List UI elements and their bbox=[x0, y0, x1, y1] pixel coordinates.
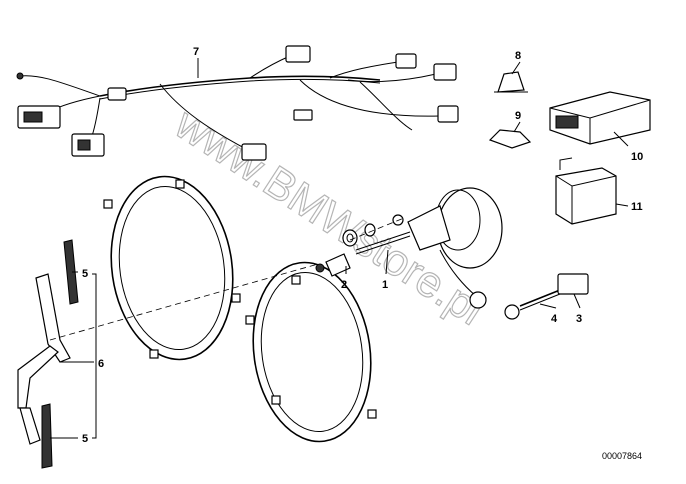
headlight-ring-rear bbox=[103, 175, 241, 361]
callout-8: 8 bbox=[515, 50, 521, 62]
callout-3: 3 bbox=[576, 313, 582, 325]
callout-9: 9 bbox=[515, 110, 521, 122]
wiring-harness bbox=[16, 45, 459, 161]
callout-4: 4 bbox=[551, 313, 558, 325]
control-unit-part-10 bbox=[549, 91, 651, 145]
callout-6: 6 bbox=[98, 358, 104, 370]
callout-2: 2 bbox=[341, 279, 347, 291]
spring-top-part-5 bbox=[63, 239, 79, 305]
relay-part-11 bbox=[555, 157, 617, 225]
washer-part-2 bbox=[342, 223, 376, 247]
drawing-number: 00007864 bbox=[602, 451, 642, 461]
callout-5-top: 5 bbox=[82, 268, 88, 280]
spring-bottom-part-5 bbox=[41, 403, 53, 469]
clip-part-9 bbox=[488, 129, 532, 149]
nut-part-2 bbox=[315, 253, 351, 277]
alignment-lines bbox=[49, 217, 405, 341]
callout-11: 11 bbox=[631, 201, 643, 213]
adjusting-motor-part-1 bbox=[355, 187, 503, 309]
callout-10: 10 bbox=[631, 151, 643, 163]
clip-part-8 bbox=[494, 71, 528, 93]
callout-5-bottom: 5 bbox=[82, 433, 88, 445]
bulb-socket-part-4 bbox=[504, 304, 520, 320]
leader-lines bbox=[50, 58, 629, 439]
callout-1: 1 bbox=[382, 279, 388, 291]
cable-connector-part-3 bbox=[519, 273, 589, 311]
callout-7: 7 bbox=[193, 46, 199, 58]
headlight-ring-front bbox=[245, 261, 377, 443]
adjuster-bracket-part-6 bbox=[17, 273, 71, 445]
